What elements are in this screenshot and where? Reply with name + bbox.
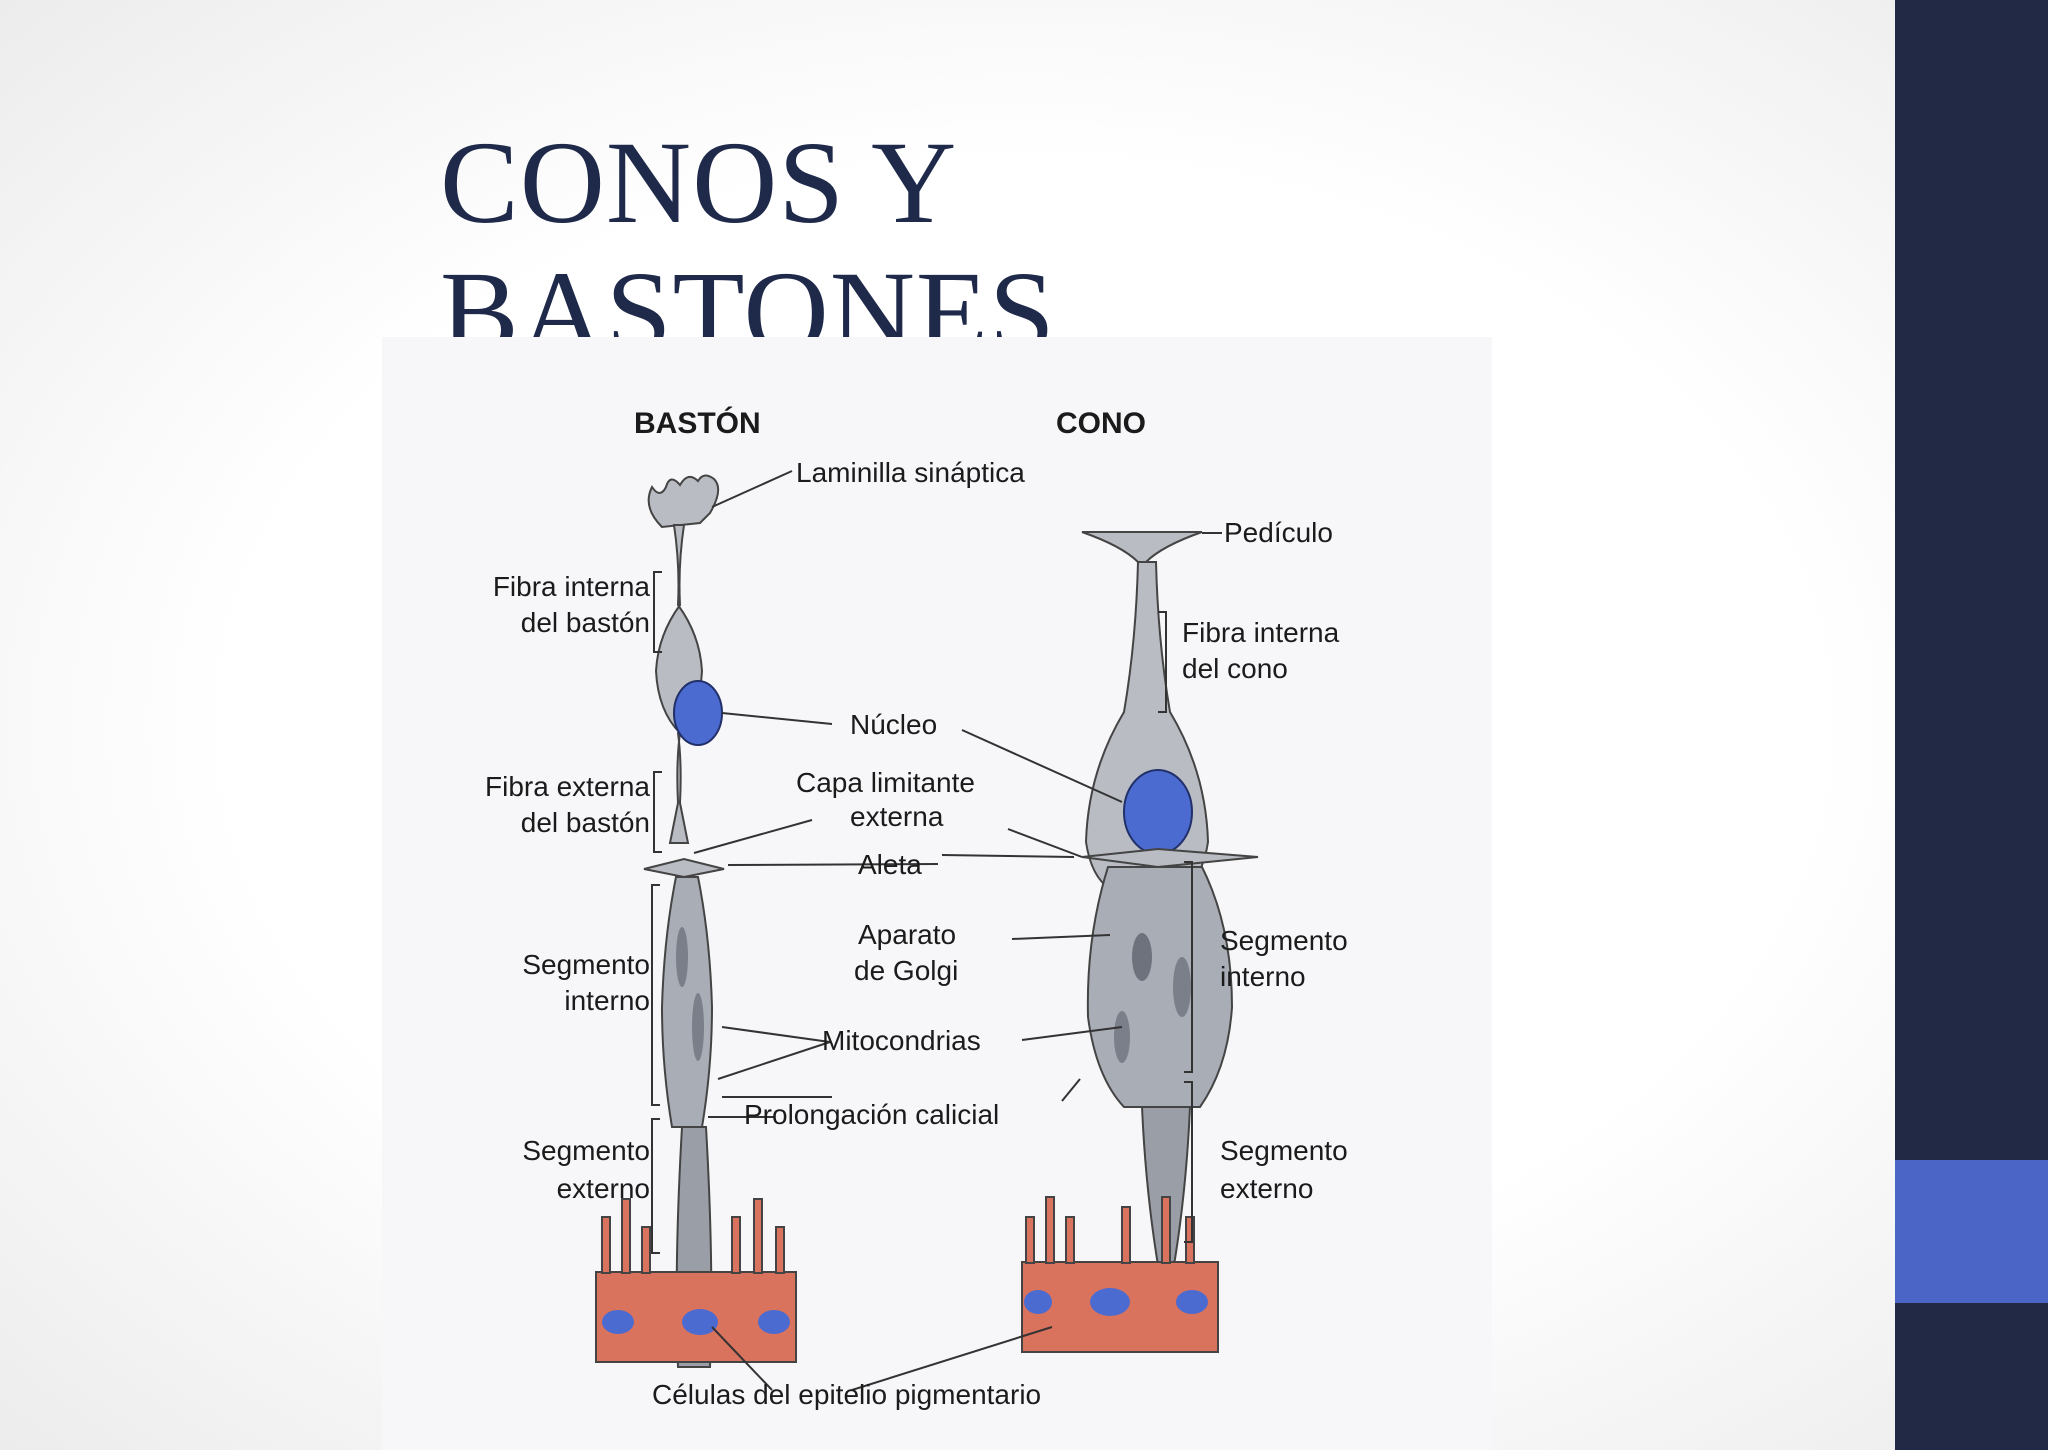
cone-golgi xyxy=(1132,933,1152,981)
rod-epithelium-nucleus-2 xyxy=(682,1309,718,1335)
label-fibra-externa-baston-2: del bastón xyxy=(520,807,650,838)
cone-epithelium-nucleus-2 xyxy=(1090,1288,1130,1316)
label-fibra-interna-baston-2: del bastón xyxy=(520,607,650,638)
cone-aleta xyxy=(1081,847,1259,869)
rod-fiber xyxy=(654,524,704,844)
label-fibra-externa-baston-1: Fibra externa xyxy=(485,771,650,802)
label-aleta: Aleta xyxy=(858,849,922,880)
rod-synaptic-terminal xyxy=(647,474,720,529)
label-aparato-golgi-2: de Golgi xyxy=(854,955,959,986)
rod-cell xyxy=(595,474,797,1368)
rod-epithelium-nucleus-1 xyxy=(602,1310,634,1334)
rod-mitochondria-1 xyxy=(676,927,688,987)
label-segmento-externo-rod-1: Segmento xyxy=(522,1135,650,1166)
label-fibra-interna-cono-1: Fibra interna xyxy=(1182,617,1340,648)
cone-mitochondria-2 xyxy=(1114,1011,1130,1063)
rod-nucleus xyxy=(673,680,723,746)
heading-rod: BASTÓN xyxy=(634,407,761,440)
label-nucleo: Núcleo xyxy=(850,709,938,740)
rod-cone-diagram: BASTÓN CONO Laminilla sináptica Pedículo… xyxy=(382,337,1492,1450)
label-fibra-interna-baston-1: Fibra interna xyxy=(492,571,650,602)
label-segmento-interno-rod-2: interno xyxy=(564,985,650,1016)
label-segmento-externo-cone-2: externo xyxy=(1220,1173,1314,1204)
cone-nucleus xyxy=(1123,769,1193,855)
rod-epithelium-nucleus-3 xyxy=(758,1310,790,1334)
cone-epithelium-nucleus-3 xyxy=(1176,1290,1208,1314)
label-laminilla-sinaptica: Laminilla sináptica xyxy=(796,457,1025,488)
heading-cone: CONO xyxy=(1056,407,1146,440)
label-segmento-interno-cone-1: Segmento xyxy=(1220,925,1348,956)
label-segmento-externo-cone-1: Segmento xyxy=(1220,1135,1348,1166)
cone-inner-segment xyxy=(1086,866,1234,1108)
diagram-illustration xyxy=(595,470,1259,1391)
rod-microvilli xyxy=(601,1198,785,1274)
cone-cell xyxy=(1021,531,1259,1353)
leader-lines xyxy=(693,470,1222,1391)
label-segmento-interno-cone-2: interno xyxy=(1220,961,1306,992)
label-aparato-golgi-1: Aparato xyxy=(858,919,957,950)
rod-mitochondria-2 xyxy=(692,993,704,1061)
label-fibra-interna-cono-2: del cono xyxy=(1182,653,1288,684)
label-capa-limitante-1: Capa limitante xyxy=(796,767,975,798)
rod-inner-segment xyxy=(660,876,714,1128)
label-segmento-interno-rod-1: Segmento xyxy=(522,949,650,980)
label-celulas-epitelio: Células del epitelio pigmentario xyxy=(652,1379,1042,1410)
sidebar-accent-bar xyxy=(1895,1160,2048,1303)
label-prolongacion-calicial: Prolongación calicial xyxy=(744,1099,1000,1130)
cone-mitochondria-1 xyxy=(1173,957,1191,1017)
label-segmento-externo-rod-2: externo xyxy=(556,1173,650,1204)
label-brackets xyxy=(651,571,1193,1254)
rod-aleta xyxy=(643,857,725,879)
label-mitocondrias: Mitocondrias xyxy=(822,1025,981,1056)
cone-microvilli xyxy=(1025,1196,1195,1264)
label-capa-limitante-2: externa xyxy=(850,801,944,832)
cone-pedicle xyxy=(1081,531,1203,563)
label-pediculo: Pedículo xyxy=(1224,517,1333,548)
cone-epithelium-nucleus-1 xyxy=(1024,1290,1052,1314)
